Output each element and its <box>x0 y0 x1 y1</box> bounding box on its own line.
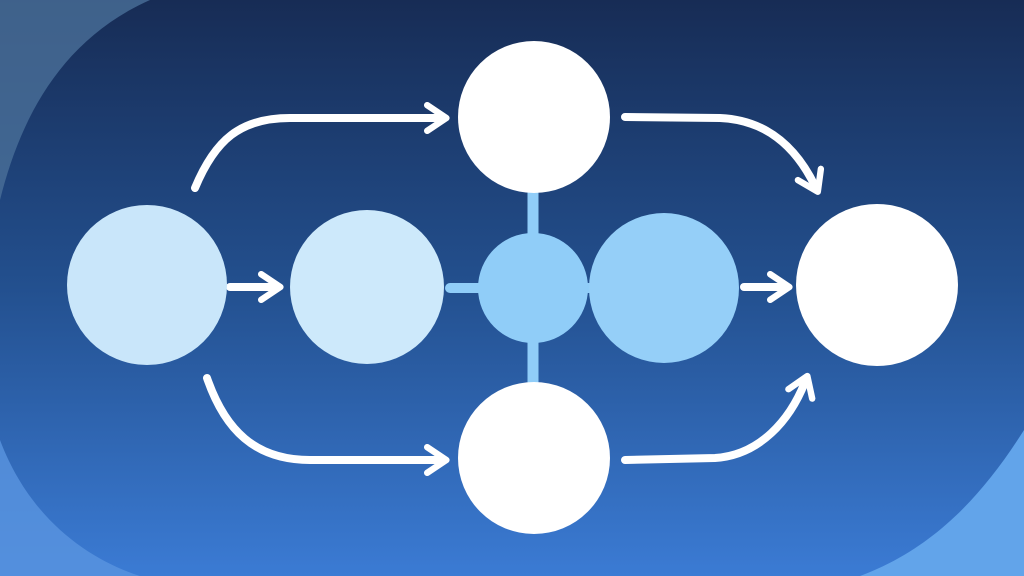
node-hub <box>478 233 588 343</box>
node-step-2 <box>290 210 444 364</box>
corner-blob-top-left <box>0 0 150 200</box>
node-top-branch <box>458 41 610 193</box>
node-step-4 <box>589 213 739 363</box>
arrow-source-to-top <box>191 102 450 192</box>
node-source <box>67 205 227 365</box>
arrow-bottom-to-target <box>621 372 816 464</box>
node-bottom-branch <box>458 382 610 534</box>
arrow-source-to-bottom <box>203 374 450 476</box>
arrow-top-to-target <box>621 113 825 195</box>
corner-blob-bottom-left <box>0 440 140 576</box>
node-target <box>796 204 958 366</box>
corner-blob-bottom-right <box>860 430 1024 576</box>
